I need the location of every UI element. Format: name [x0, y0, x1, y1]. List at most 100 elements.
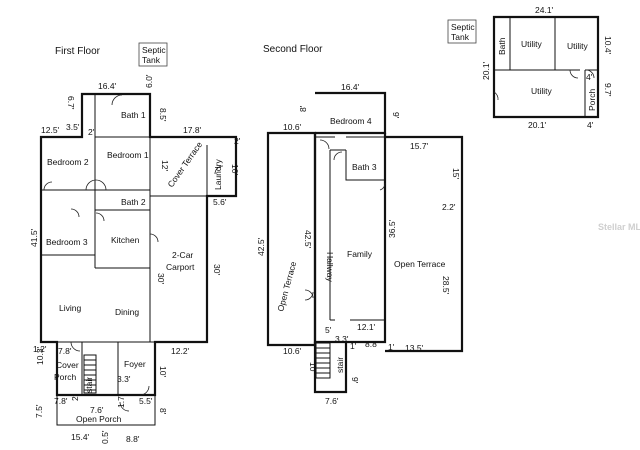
dimension-label: 3.3'	[117, 374, 131, 384]
dimension-label: 0.5'	[100, 430, 110, 444]
dimension-label: 1'	[388, 342, 395, 352]
dimension-label: 41.5'	[29, 228, 39, 247]
dimension-label: 15.4'	[71, 432, 90, 442]
dimension-label: 2'	[88, 127, 95, 137]
dimension-label: 3.5'	[66, 122, 80, 132]
living-label: Living	[59, 303, 81, 313]
dimension-label: 10.6'	[283, 346, 302, 356]
dimension-label: 16.4'	[98, 81, 117, 91]
dimension-label: 1.7'	[116, 394, 126, 408]
septic-tank-first: Septic Tank	[138, 42, 168, 67]
dimension-label: 30'	[212, 264, 222, 275]
svg-text:Tank: Tank	[142, 55, 161, 65]
dimension-label: 8'	[158, 408, 168, 415]
dimension-label: 42.5'	[303, 230, 313, 249]
laundry-label: Laundry	[213, 159, 223, 190]
carport-label-1: 2-Car	[172, 250, 193, 260]
dimension-label: 7.6'	[325, 396, 339, 406]
dimension-label: 10'	[230, 164, 240, 175]
dimension-label: 1.2'	[33, 344, 47, 354]
dimension-label: 12'	[160, 160, 170, 171]
dimension-label: 4'	[586, 72, 593, 82]
dimension-label: 7.6'	[90, 405, 104, 415]
dimension-label: 5'	[325, 325, 332, 335]
dimension-label: 6.7'	[66, 96, 76, 110]
hallway-label: Hallway	[325, 252, 335, 283]
dimension-label: 12.2'	[171, 346, 190, 356]
dimension-label: 9'	[391, 112, 401, 119]
dimension-label: 10.3'	[35, 346, 45, 365]
bedroom1-label: Bedroom 1	[107, 150, 149, 160]
carport-label-2: Carport	[166, 262, 195, 272]
utility-annex-plan	[492, 15, 600, 119]
bath1-label: Bath 1	[121, 110, 146, 120]
bedroom3-label: Bedroom 3	[46, 237, 88, 247]
dimension-label: 8'	[298, 105, 308, 112]
dimension-label: 5.6'	[213, 197, 227, 207]
dimension-label: 30'	[156, 273, 166, 284]
second-floor-heading: Second Floor	[263, 44, 323, 55]
dimension-label: 2.2'	[442, 202, 456, 212]
dimension-label: 12.1'	[357, 322, 376, 332]
dimension-label: 12.5'	[41, 125, 60, 135]
dimension-label: 6.0'	[144, 74, 154, 88]
dimension-label: 9.7'	[603, 83, 613, 97]
dimension-label: 10.4'	[603, 36, 613, 55]
dimension-label: 7.5'	[34, 404, 44, 418]
dining-label: Dining	[115, 307, 139, 317]
watermark-text: Stellar MLS	[598, 222, 640, 232]
open-porch-label: Open Porch	[76, 414, 122, 424]
second-floor-plan	[266, 91, 464, 394]
dimension-label: 2'	[234, 136, 241, 146]
foyer-label: Foyer	[124, 359, 146, 369]
cover-porch-label-2: Porch	[54, 372, 76, 382]
dimension-label: 4'	[587, 120, 594, 130]
cover-porch-label-1: Cover	[56, 360, 79, 370]
dimension-label: 10'	[158, 366, 168, 377]
dimension-label: 2'	[70, 394, 80, 401]
kitchen-label: Kitchen	[111, 235, 140, 245]
dimension-label: 20.1'	[481, 61, 491, 80]
dimension-label: 24.1'	[535, 5, 554, 15]
family-label: Family	[347, 249, 373, 259]
dimension-label: 42.5'	[256, 237, 266, 256]
open-terrace-left-label: Open Terrace	[275, 260, 298, 312]
dimension-label: 10'	[308, 362, 318, 373]
dimension-label: 8.5'	[158, 108, 168, 122]
dimension-label: 17.8'	[183, 125, 202, 135]
bedroom2-label: Bedroom 2	[47, 157, 89, 167]
second-stair-label: stair	[335, 357, 345, 373]
annex-utility2-label: Utility	[567, 41, 589, 51]
dimension-label: 1'	[350, 341, 357, 351]
dimension-label: 9'	[350, 377, 360, 384]
svg-text:Septic: Septic	[142, 45, 166, 55]
dimension-label: 10.6'	[283, 122, 302, 132]
bath2-label: Bath 2	[121, 197, 146, 207]
svg-text:Tank: Tank	[451, 32, 470, 42]
dimension-label: 8.8'	[365, 339, 379, 349]
first-floor-plan	[39, 92, 238, 426]
dimension-label: 8.8'	[126, 434, 140, 444]
dimension-label: 28.5'	[441, 276, 451, 295]
dimension-label: 16.4'	[341, 82, 360, 92]
first-floor-heading: First Floor	[55, 46, 101, 57]
dimension-label: 15.7'	[410, 141, 429, 151]
dimension-label: 36.5'	[387, 219, 397, 238]
dimension-label: 3.3'	[335, 334, 349, 344]
dimension-label: 13.5'	[405, 343, 424, 353]
bedroom4-label: Bedroom 4	[330, 116, 372, 126]
annex-utility3-label: Utility	[531, 86, 553, 96]
annex-bath-label: Bath	[497, 37, 507, 55]
annex-porch-label: Porch	[587, 89, 597, 111]
bath3-label: Bath 3	[352, 162, 377, 172]
dimension-label: 7.8'	[58, 346, 72, 356]
annex-utility1-label: Utility	[521, 39, 543, 49]
septic-tank-annex: Septic Tank	[447, 19, 477, 44]
dimension-label: 15'	[451, 168, 461, 179]
dimension-label: 20.1'	[528, 120, 547, 130]
cover-terrace-label: Cover Terrace	[165, 140, 204, 190]
first-stair-label: stair	[84, 377, 94, 393]
dimension-label: 5.5'	[139, 396, 153, 406]
svg-text:Septic: Septic	[451, 22, 475, 32]
